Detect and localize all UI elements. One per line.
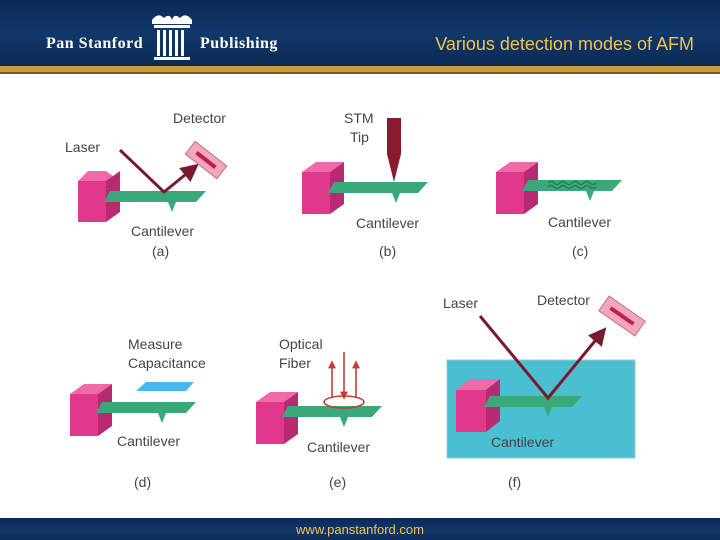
panel-e-fiber-label: Fiber xyxy=(279,355,311,371)
panel-a: Laser Detector Cantilever (a) xyxy=(65,110,228,259)
panel-a-block xyxy=(78,171,120,222)
panel-f-laser-label: Laser xyxy=(443,295,478,311)
panel-f-block xyxy=(456,379,500,432)
footer-bar: www.panstanford.com xyxy=(0,518,720,540)
panel-b-tip-label: Tip xyxy=(350,129,369,145)
publisher-name-right: Publishing xyxy=(200,35,278,52)
panel-c-block xyxy=(496,162,538,214)
footer-url[interactable]: www.panstanford.com xyxy=(296,522,424,537)
panel-e-cantilever xyxy=(282,406,382,417)
panel-d-capacitor-plate xyxy=(136,382,194,391)
panel-f-cantilever xyxy=(484,396,582,407)
header-stripe-shadow xyxy=(0,72,720,74)
panel-d-tip xyxy=(158,413,166,423)
panel-f-detector xyxy=(598,295,646,337)
panel-c-cantilever-label: Cantilever xyxy=(548,214,611,230)
panel-c: Cantilever (c) xyxy=(496,162,622,259)
panel-f: Laser Detector Cantilever (f) xyxy=(443,292,646,490)
panel-e-letter: (e) xyxy=(329,474,346,490)
panel-a-cantilever xyxy=(104,191,206,202)
publisher-name-left: Pan Stanford xyxy=(46,35,144,52)
panel-c-tip xyxy=(586,191,594,201)
panel-e: Optical Fiber Cantilever (e) xyxy=(256,336,382,490)
panel-a-laser-label: Laser xyxy=(65,139,100,155)
panel-e-tip xyxy=(340,417,348,427)
panel-e-cantilever-label: Cantilever xyxy=(307,439,370,455)
panel-f-detector-label: Detector xyxy=(537,292,590,308)
panel-b-stm-tip xyxy=(387,118,401,182)
panel-a-detector-label: Detector xyxy=(173,110,226,126)
panel-d: Measure Capacitance Cantilever (d) xyxy=(70,336,206,490)
panel-d-cantilever xyxy=(96,402,196,413)
panel-c-wave-pattern xyxy=(547,181,597,189)
panel-c-cantilever xyxy=(522,180,622,191)
slide-title: Various detection modes of AFM xyxy=(435,34,694,54)
panel-b-tip xyxy=(392,193,400,203)
panel-b: STM Tip Cantilever (b) xyxy=(302,110,428,259)
header-stripe xyxy=(0,66,720,72)
panel-a-laser-beam xyxy=(118,148,199,194)
panel-e-block xyxy=(256,392,298,444)
panel-f-laser-beam xyxy=(478,315,607,401)
panel-b-stm-label: STM xyxy=(344,110,374,126)
header-bar xyxy=(0,0,720,66)
panel-b-cantilever xyxy=(328,182,428,193)
panel-c-letter: (c) xyxy=(572,243,588,259)
panel-d-measure-label: Measure xyxy=(128,336,183,352)
panel-a-detector xyxy=(184,140,228,180)
panel-a-letter: (a) xyxy=(152,243,169,259)
panel-f-letter: (f) xyxy=(508,474,521,490)
column-logo-icon xyxy=(152,15,192,60)
panel-a-tip xyxy=(168,202,176,212)
panel-e-optical-label: Optical xyxy=(279,336,323,352)
panel-f-tip xyxy=(544,407,552,417)
panel-b-letter: (b) xyxy=(379,243,396,259)
panel-d-letter: (d) xyxy=(134,474,151,490)
panel-b-cantilever-label: Cantilever xyxy=(356,215,419,231)
panel-e-optical-fiber xyxy=(323,352,365,409)
panel-f-cantilever-label: Cantilever xyxy=(491,434,554,450)
panel-d-capacitance-label: Capacitance xyxy=(128,355,206,371)
panel-d-cantilever-label: Cantilever xyxy=(117,433,180,449)
panel-a-cantilever-label: Cantilever xyxy=(131,223,194,239)
